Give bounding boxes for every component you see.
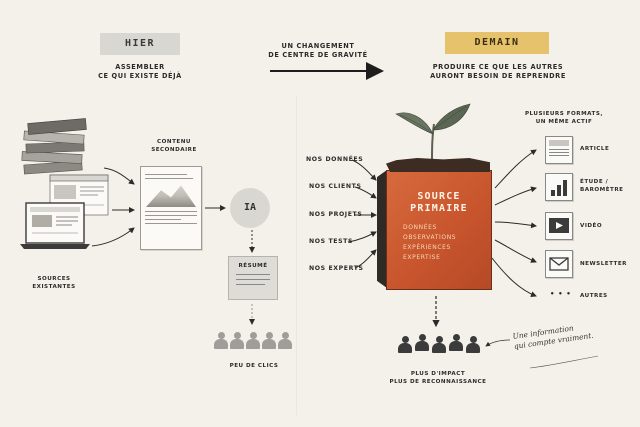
ia-circle: IA [230,188,270,228]
section-divider [296,95,297,415]
few-clicks-people-icon [214,332,298,354]
arrow-input-1 [351,159,377,181]
sources-label-line-2: EXISTANTES [32,284,76,290]
format-etude-label: ÉTUDE / BAROMÈTRE [580,179,624,193]
sprout-icon [395,103,471,164]
format-autres-label: AUTRES [580,293,608,299]
demain-badge: DEMAIN [445,32,549,54]
other-formats-dots: • • • [550,290,572,298]
secondary-label-line-2: SECONDAIRE [151,147,197,153]
input-tests: NOS TESTS [309,238,354,245]
brick-soil-top [386,158,490,172]
brick-title-line-1: SOURCE [417,191,461,202]
arrow-source-3 [91,227,135,247]
formats-title: PLUSIEURS FORMATS, UN MÊME ACTIF [516,110,612,126]
hier-badge: HIER [100,33,180,55]
brick-item-donnees: DONNÉES [403,224,437,231]
arrow-input-4 [347,231,377,243]
impact-people-icon [398,334,482,358]
center-title-line-1: UN CHANGEMENT [281,42,355,50]
arrow-input-2 [354,186,377,199]
few-clicks-label: PEU DE CLICS [229,363,279,369]
demain-subtitle: PRODUIRE CE QUE LES AUTRES AURONT BESOIN… [418,63,578,81]
secondary-label-line-1: CONTENU [157,139,191,145]
primary-source-brick: SOURCE PRIMAIRE DONNÉES OBSERVATIONS EXP… [386,170,492,290]
format-video-label: VIDÉO [580,223,603,229]
secondary-content-label: CONTENU SECONDAIRE [132,138,216,154]
input-experts: NOS EXPERTS [309,265,364,272]
magazine-stack-icon [21,118,87,175]
summary-card: RÉSUMÉ [228,256,278,300]
hier-subtitle-line-1: ASSEMBLER [115,63,165,71]
brick-item-experiences: EXPÉRIENCES [403,244,451,251]
sources-label-line-1: SOURCES [37,276,71,282]
input-donnees: NOS DONNÉES [306,156,364,163]
existing-sources-illustration [20,118,109,249]
mountain-image-icon [146,185,196,207]
sources-label: SOURCES EXISTANTES [14,275,94,291]
input-clients: NOS CLIENTS [309,183,362,190]
hier-subtitle-line-2: CE QUI EXISTE DÉJÀ [98,72,182,80]
note-underline [529,355,599,369]
brick-item-observations: OBSERVATIONS [403,234,457,241]
format-article-label: ARTICLE [580,146,610,152]
impact-label-line-2: PLUS DE RECONNAISSANCE [389,379,487,385]
formats-title-line-2: UN MÊME ACTIF [535,119,593,125]
input-projets: NOS PROJETS [309,211,363,218]
newsletter-icon [545,250,573,278]
video-icon [545,212,573,240]
arrow-format-4 [494,239,537,263]
center-title: UN CHANGEMENT DE CENTRE DE GRAVITÉ [258,42,378,60]
summary-label: RÉSUMÉ [238,263,268,269]
hier-subtitle: ASSEMBLER CE QUI EXISTE DÉJÀ [80,63,200,81]
secondary-document-icon [140,166,202,250]
center-title-line-2: DE CENTRE DE GRAVITÉ [268,51,368,59]
brick-side [377,170,387,288]
laptop-icon [20,202,90,249]
format-newsletter-label: NEWSLETTER [580,261,627,267]
brick-title-line-2: PRIMAIRE [410,203,468,214]
bar-chart-icon [545,173,573,201]
formats-title-line-1: PLUSIEURS FORMATS, [524,111,604,117]
demain-subtitle-line-1: PRODUIRE CE QUE LES AUTRES [432,63,564,71]
demain-subtitle-line-2: AURONT BESOIN DE REPRENDRE [430,72,566,80]
arrow-format-2 [494,186,537,206]
arrow-input-5 [354,249,377,269]
article-icon [545,136,573,164]
arrow-format-1 [494,149,537,189]
arrow-format-5 [491,257,537,298]
arrow-source-1 [103,167,135,185]
impact-label: PLUS D'IMPACT PLUS DE RECONNAISSANCE [368,370,508,386]
brick-item-expertise: EXPERTISE [403,254,441,261]
impact-label-line-1: PLUS D'IMPACT [410,371,466,377]
arrow-format-3 [494,221,537,229]
note-arrow [485,339,511,347]
